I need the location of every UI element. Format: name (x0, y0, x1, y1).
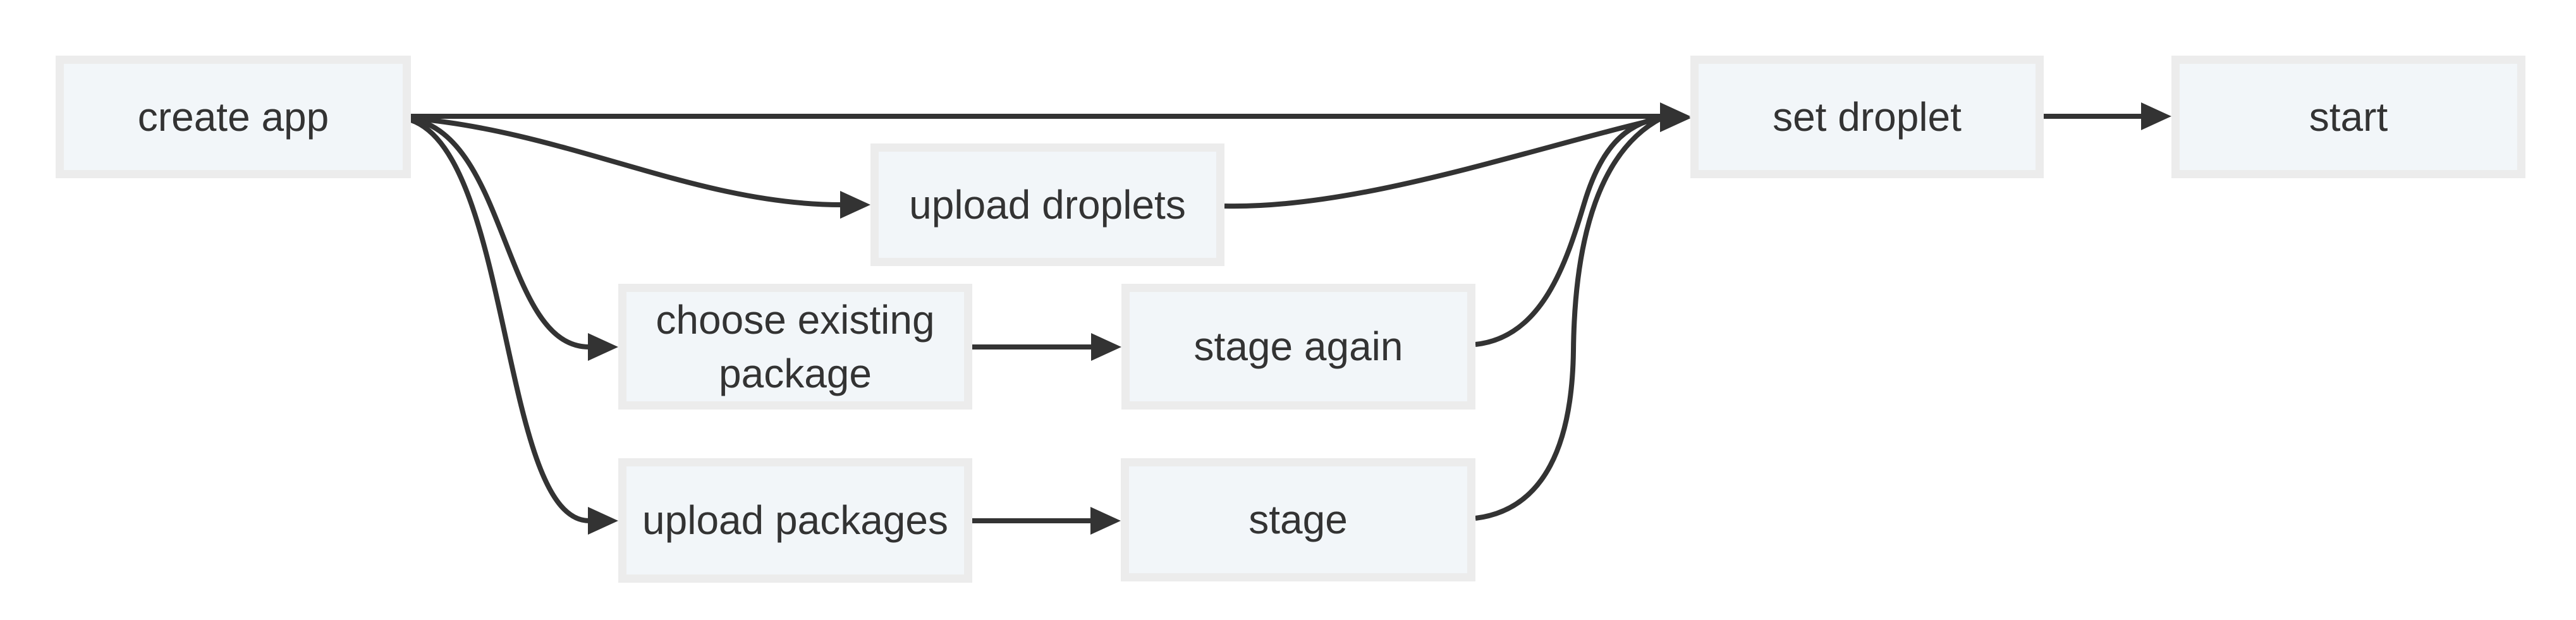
node-upload-droplets-label: upload droplets (909, 181, 1186, 228)
node-upload-packages-label: upload packages (642, 497, 948, 544)
edge-upload-droplets-to-set-droplet (1224, 104, 1690, 209)
edge-stage-to-set-droplet (1475, 104, 1690, 521)
node-stage: stage (1121, 458, 1475, 581)
edge-create-app-to-choose-existing-package (410, 116, 618, 361)
node-choose-existing-package: choose existing package (618, 284, 972, 410)
node-stage-again-label: stage again (1193, 324, 1403, 370)
node-start-label: start (2309, 94, 2388, 140)
edge-create-app-to-upload-packages (410, 118, 618, 535)
node-choose-existing-package-label: choose existing package (656, 297, 935, 396)
node-set-droplet: set droplet (1690, 56, 2044, 178)
node-set-droplet-label: set droplet (1773, 94, 1962, 140)
edge-create-app-to-upload-droplets (410, 116, 870, 219)
node-upload-droplets: upload droplets (870, 143, 1224, 266)
node-create-app: create app (56, 56, 411, 178)
node-stage-again: stage again (1121, 284, 1475, 410)
node-stage-label: stage (1248, 497, 1348, 543)
node-start: start (2171, 56, 2525, 178)
edge-stage-again-to-set-droplet (1475, 104, 1690, 347)
node-upload-packages: upload packages (618, 458, 972, 583)
node-create-app-label: create app (137, 94, 329, 140)
